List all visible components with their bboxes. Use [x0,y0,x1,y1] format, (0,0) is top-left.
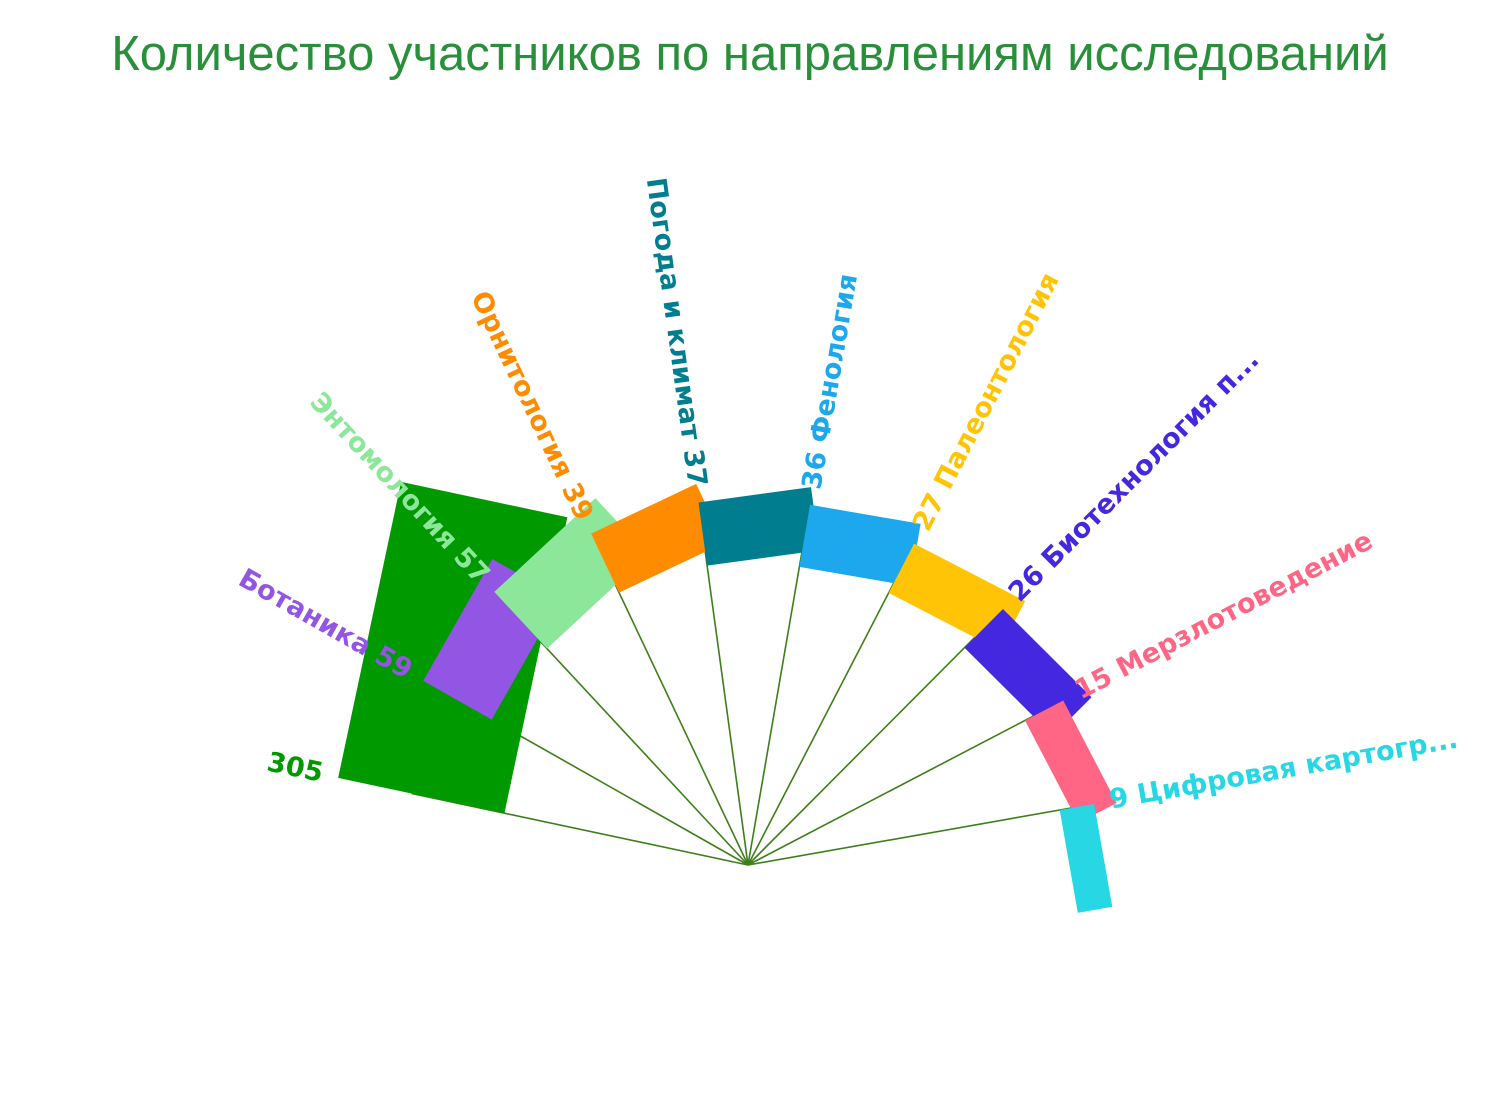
bar-погода-и-климат[interactable] [698,487,820,566]
spoke-item-0 [411,792,749,866]
bar-фенология[interactable] [799,504,921,586]
label-мерзлотоведение: 15 Мерзлотоведение [1070,525,1378,706]
label-погода-и-климат: Погода и климат 37 [640,176,713,489]
chart-title: Количество участников по направлениям ис… [111,27,1389,81]
label-цифровая-картогр: 9 Цифровая картогр... [1107,724,1460,816]
spoke-орнитология [600,553,749,866]
bar-цифровая-картогр[interactable] [1059,803,1113,913]
spoke-lines [411,524,1087,866]
label-биотехнология-п: 26 Биотехнология п... [1003,344,1266,608]
spoke-погода-и-климат [700,524,749,866]
bar-орнитология[interactable] [591,483,725,593]
spoke-мерзлотоведение [747,705,1054,866]
label-item-0: 305 [264,747,326,789]
spoke-энтомология [513,612,749,866]
label-палеонтология: 27 Палеонтология [907,268,1066,536]
bars [338,481,1117,913]
spoke-цифровая-картогр [747,804,1087,866]
spoke-палеонтология [747,559,907,866]
spoke-фенология [747,525,808,866]
bar-мерзлотоведение[interactable] [1024,700,1117,823]
spoke-биотехнология-п [747,620,992,866]
label-орнитология: Орнитология 39 [464,286,599,525]
label-фенология: 36 Фенология [797,271,865,491]
